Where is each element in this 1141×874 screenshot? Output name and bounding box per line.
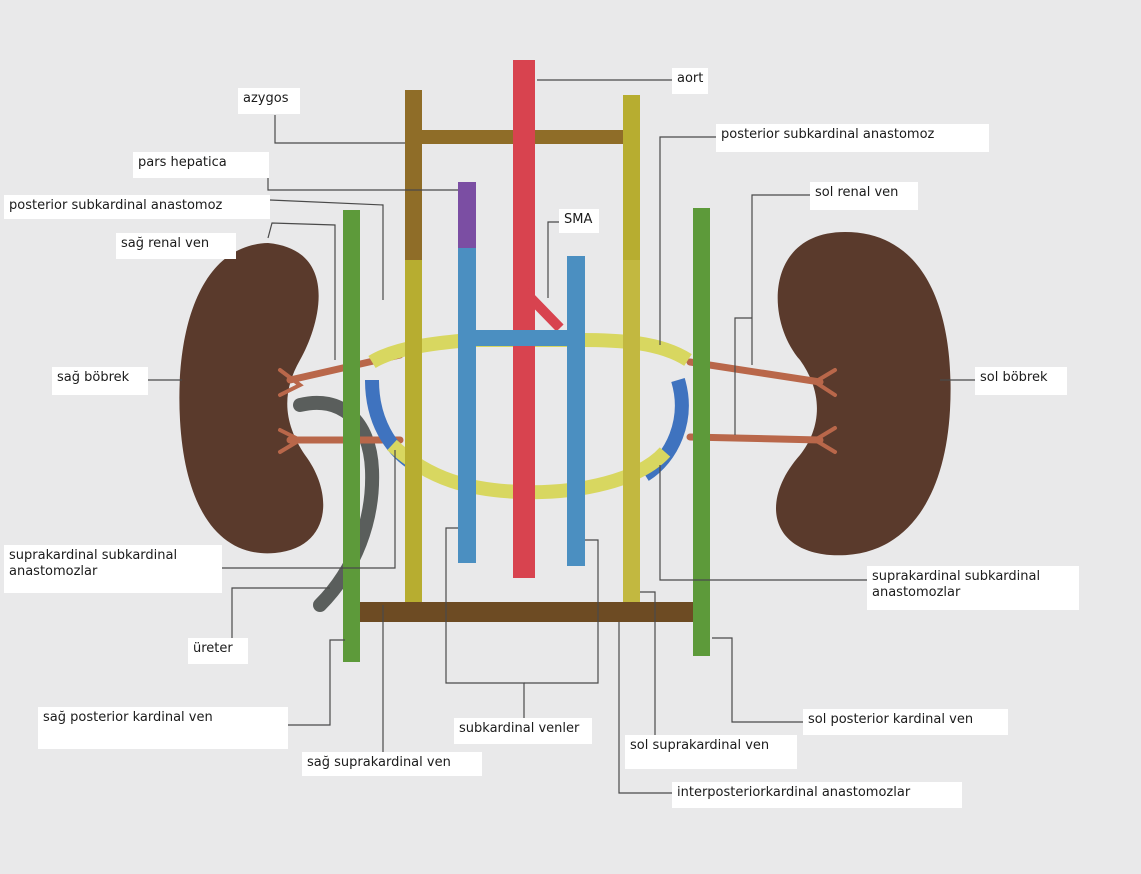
label-sol-posterior-kardinal-ven: sol posterior kardinal ven [803,709,1008,735]
label-azygos: azygos [238,88,300,114]
label-sol-renal-ven: sol renal ven [810,182,918,210]
label-sol-bobrek: sol böbrek [975,367,1067,395]
pars-hepatica [458,182,476,248]
label-sag-renal-ven: sağ renal ven [116,233,236,259]
interposteriorkardinal-bar [360,602,693,622]
left-supracardinal-lower [623,260,640,605]
right-supracardinal-upper [405,90,422,260]
label-pars-hepatica: pars hepatica [133,152,269,178]
label-sma: SMA [559,209,599,233]
left-subcardinal [567,256,585,566]
right-supracardinal-lower [405,260,422,605]
label-posterior-subkardinal-anastomoz-left: posterior subkardinal anastomoz [716,124,989,152]
right-posterior-cardinal [343,210,360,662]
label-subkardinal-venler: subkardinal venler [454,718,592,744]
label-sag-bobrek: sağ böbrek [52,367,148,395]
left-posterior-cardinal [693,208,710,656]
label-suprakardinal-subkardinal-anastomozlar-left: suprakardinal subkardinal anastomozlar [867,566,1079,610]
label-sol-suprakardinal-ven: sol suprakardinal ven [625,735,797,769]
subcardinal-anastomosis [476,330,567,346]
label-sag-suprakardinal-ven: sağ suprakardinal ven [302,752,482,776]
label-aort: aort [672,68,708,94]
label-suprakardinal-subkardinal-anastomozlar-right: suprakardinal subkardinal anastomozlar [4,545,222,593]
label-posterior-subkardinal-anastomoz-right: posterior subkardinal anastomoz [4,195,270,219]
label-interposteriorkardinal-anastomozlar: interposteriorkardinal anastomozlar [672,782,962,808]
right-subcardinal [458,248,476,563]
left-supracardinal-upper [623,95,640,260]
label-ureter: üreter [188,638,248,664]
label-sag-posterior-kardinal-ven: sağ posterior kardinal ven [38,707,288,749]
aorta [513,60,535,578]
